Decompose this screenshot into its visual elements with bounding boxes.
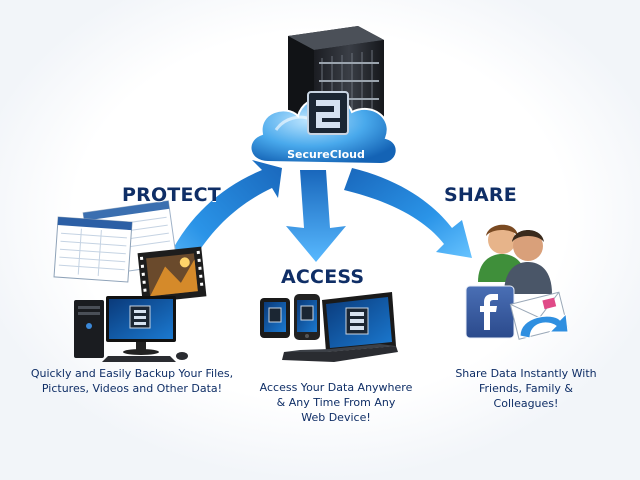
protect-heading: PROTECT — [122, 184, 221, 206]
protect-caption: Quickly and Easily Backup Your Files, Pi… — [10, 366, 254, 396]
access-heading: ACCESS — [281, 266, 365, 288]
share-caption-line: Share Data Instantly With — [455, 367, 597, 380]
share-caption: Share Data Instantly With Friends, Famil… — [436, 366, 616, 411]
share-caption-line: Colleagues! — [493, 397, 559, 410]
protect-caption-line: Pictures, Videos and Other Data! — [41, 382, 223, 395]
access-caption-line: Access Your Data Anywhere — [259, 381, 413, 394]
access-caption-line: & Any Time From Any — [276, 396, 396, 409]
users-icon — [478, 224, 552, 294]
smartphone-icon — [260, 298, 290, 338]
share-caption-line: Friends, Family & — [478, 382, 574, 395]
smartphone-icon — [294, 294, 320, 340]
protect-caption-line: Quickly and Easily Backup Your Files, — [30, 367, 234, 380]
email-icon — [509, 291, 569, 340]
share-arrow-icon — [344, 168, 472, 258]
documents-icon — [53, 200, 207, 303]
securecloud-logo-icon — [307, 91, 349, 135]
desktop-computer-icon — [74, 296, 188, 362]
facebook-icon — [465, 285, 515, 339]
access-arrow-icon — [286, 170, 346, 262]
laptop-icon — [282, 292, 398, 362]
access-caption-line: Web Device! — [301, 411, 371, 424]
share-heading: SHARE — [444, 184, 517, 206]
brand-name: SecureCloud — [287, 148, 365, 161]
access-caption: Access Your Data Anywhere & Any Time Fro… — [238, 380, 434, 425]
